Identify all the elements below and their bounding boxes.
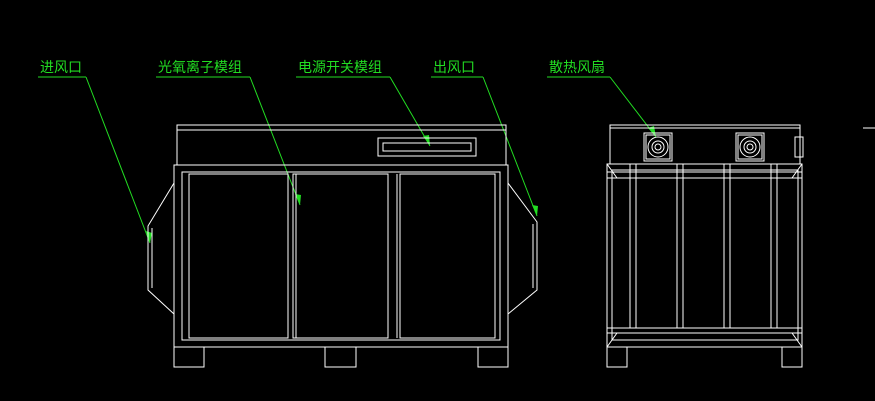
side-frame <box>606 163 803 348</box>
door-right <box>399 173 496 339</box>
cooling-fan-1 <box>643 132 673 162</box>
label-inlet: 进风口 <box>40 60 82 76</box>
label-uv-module: 光氧离子模组 <box>158 60 242 76</box>
outlet-hood <box>507 182 538 315</box>
main-body <box>173 164 509 348</box>
foot-2 <box>324 346 357 368</box>
side-foot-right <box>781 346 803 368</box>
side-foot-left <box>606 346 628 368</box>
door-middle <box>292 173 389 339</box>
label-fan: 散热风扇 <box>549 60 605 76</box>
leader-inlet <box>38 76 152 244</box>
leader-outlet <box>431 76 538 217</box>
foot-1 <box>173 346 205 368</box>
foot-3 <box>477 346 509 368</box>
control-housing <box>176 124 507 166</box>
side-view <box>606 124 804 368</box>
front-view <box>147 124 538 368</box>
side-latch <box>794 136 804 158</box>
label-outlet: 出风口 <box>433 60 475 76</box>
label-power-module: 电源开关模组 <box>298 60 382 76</box>
cooling-fan-2 <box>735 132 765 162</box>
leader-uv-module <box>156 76 301 206</box>
leader-power-module <box>296 76 431 147</box>
leader-fan <box>547 76 657 138</box>
door-left <box>188 173 289 339</box>
power-switch-panel <box>377 137 477 157</box>
fan-box <box>609 124 801 165</box>
